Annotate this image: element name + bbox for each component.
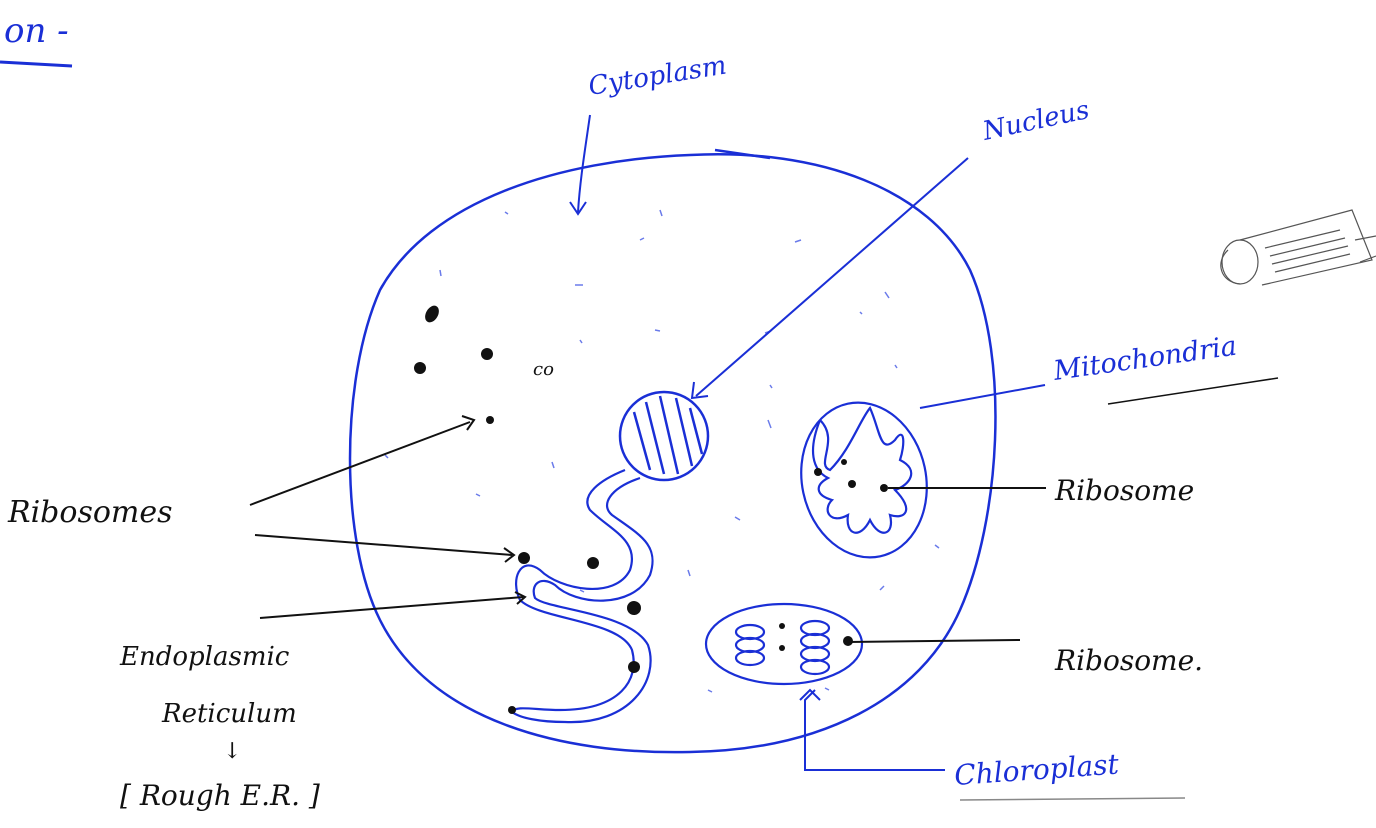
label-chloroplast: Chloroplast	[953, 748, 1120, 792]
label-ribosome-chloro: Ribosome.	[1054, 644, 1203, 677]
label-rough-er: [ Rough E.R. ]	[120, 779, 320, 812]
er-ribosomes	[508, 552, 641, 714]
label-ribosome-mito: Ribosome	[1054, 474, 1194, 507]
heading-fragment: on -	[4, 11, 69, 51]
label-arrow-down: ↓	[223, 739, 241, 764]
corner-sketch	[1221, 210, 1376, 285]
heading-underline	[0, 62, 72, 66]
label-ribosomes: Ribosomes	[7, 495, 173, 530]
mitochondria-underline	[1108, 378, 1278, 404]
mitochondria	[787, 391, 941, 569]
free-ribosomes: co	[414, 303, 554, 424]
label-cytoplasm: Cytoplasm	[586, 51, 728, 102]
svg-text:co: co	[533, 359, 554, 380]
cytoplasm-specks	[385, 210, 939, 692]
chloroplast	[706, 604, 862, 684]
label-reticulum: Reticulum	[161, 699, 297, 729]
chloroplast-underline	[960, 798, 1185, 800]
nucleus	[620, 392, 708, 480]
label-mitochondria: Mitochondria	[1051, 331, 1239, 388]
rough-endoplasmic-reticulum	[512, 470, 653, 722]
label-endoplasmic: Endoplasmic	[119, 642, 290, 672]
label-nucleus: Nucleus	[979, 95, 1092, 147]
black-leaders	[250, 416, 1046, 642]
